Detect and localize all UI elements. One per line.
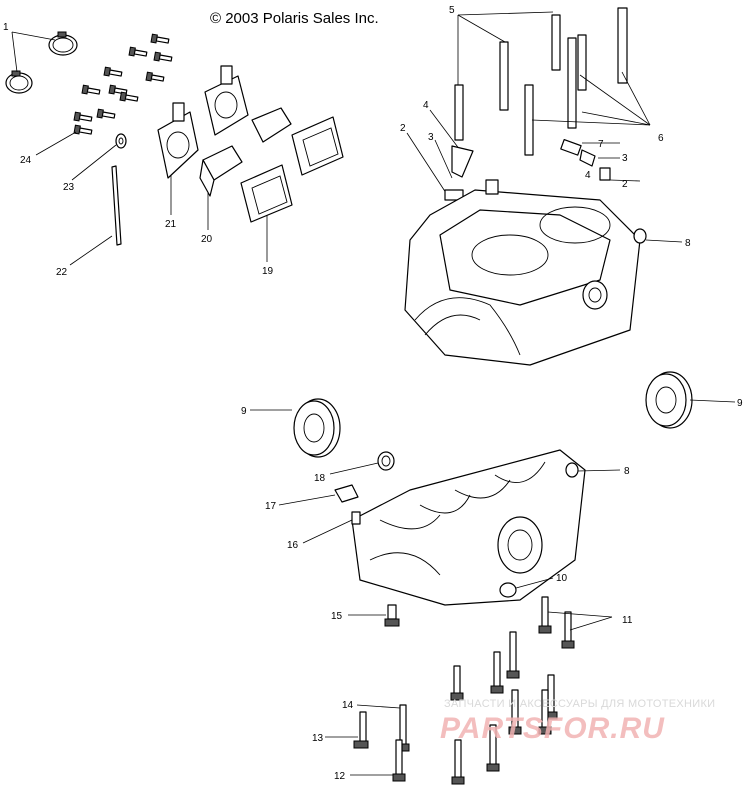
callout-16: 16 (287, 540, 299, 551)
crankcase-bolts-11 (325, 596, 613, 785)
callout-8: 8 (685, 238, 691, 249)
callout-18: 18 (314, 473, 326, 484)
callout-2: 2 (400, 123, 406, 134)
reed-mount-21 (157, 65, 249, 215)
callout-22: 22 (56, 267, 68, 278)
bolt-15 (348, 604, 400, 627)
callout-11: 11 (622, 615, 633, 626)
callout-13: 13 (312, 733, 324, 744)
callout-21: 21 (165, 219, 177, 230)
washer (71, 133, 127, 181)
callout-8: 8 (624, 466, 630, 477)
callout-4: 4 (585, 170, 591, 181)
callout-20: 20 (201, 234, 213, 245)
bushing (329, 451, 395, 475)
callout-15: 15 (331, 611, 343, 622)
callout-4: 4 (423, 100, 429, 111)
callout-9: 9 (241, 406, 247, 417)
plug (499, 577, 554, 598)
upper-crankcase (404, 179, 683, 366)
watermark-logo: PARTSFOR.RU (440, 712, 665, 745)
callout-2: 2 (622, 179, 628, 190)
callout-3: 3 (428, 132, 434, 143)
seal-left (250, 398, 341, 458)
copyright-notice: © 2003 Polaris Sales Inc. (210, 10, 379, 27)
callout-5: 5 (449, 5, 455, 16)
callout-12: 12 (334, 771, 346, 782)
callout-6: 6 (658, 133, 664, 144)
fittings-left (406, 109, 474, 201)
callout-23: 23 (63, 182, 75, 193)
long-stud (69, 165, 122, 266)
callout-3: 3 (622, 153, 628, 164)
intake-bolts (73, 33, 173, 135)
elbow-fitting (278, 484, 359, 506)
callout-10: 10 (556, 573, 568, 584)
hose-clamps (5, 31, 78, 94)
watermark-tagline: ЗАПЧАСТИ И АКСЕССУАРЫ ДЛЯ МОТОТЕХНИКИ (444, 698, 716, 710)
callout-24: 24 (20, 155, 32, 166)
seal-right (645, 371, 736, 429)
spacer-20 (199, 107, 292, 230)
callout-17: 17 (265, 501, 277, 512)
callout-19: 19 (262, 266, 274, 277)
callout-9: 9 (737, 398, 743, 409)
callout-14: 14 (342, 700, 354, 711)
lower-crankcase (302, 449, 621, 606)
fittings-right (560, 138, 641, 182)
callout-1: 1 (3, 22, 9, 33)
callout-labels: 1 2 2 3 3 4 4 5 6 7 8 8 9 9 10 11 12 13 … (3, 5, 743, 782)
callout-7: 7 (598, 139, 604, 150)
reed-cage-19 (240, 116, 344, 262)
dowel-studs (454, 7, 651, 156)
